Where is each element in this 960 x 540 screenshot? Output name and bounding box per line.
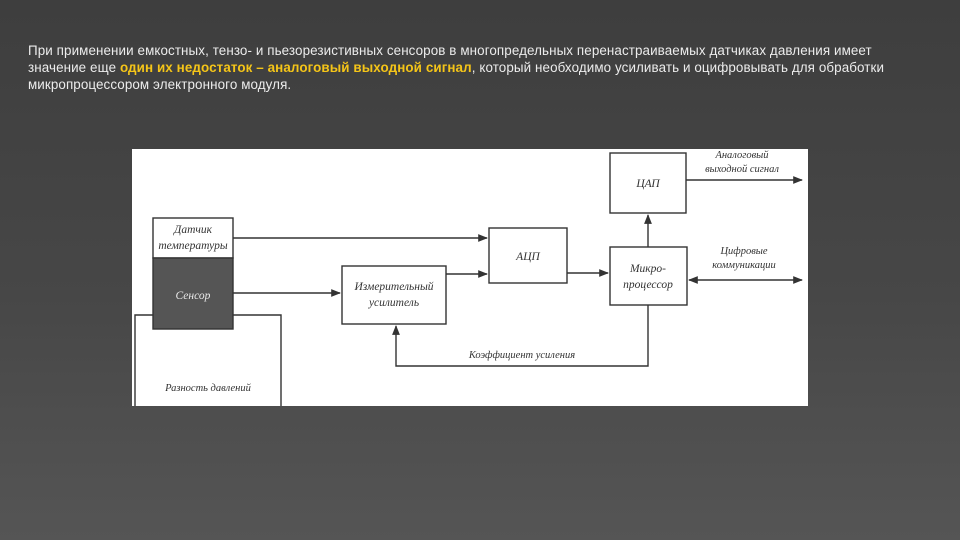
dac-block: ЦАП <box>609 152 687 214</box>
pressure-diff-label: Разность давлений <box>164 383 252 394</box>
temp-sensor-label-1: Датчик <box>173 224 213 236</box>
paragraph-text-start: При применении емкостных, тензо- и пьезо… <box>28 43 872 75</box>
dac-label: ЦАП <box>635 178 660 190</box>
digital-comm-label-1: Цифровые <box>719 246 767 257</box>
amplifier-block: Измерительный усилитель <box>341 265 447 325</box>
block-diagram-svg: Датчик температуры Сенсор Разность давле… <box>134 150 803 406</box>
amplifier-label-1: Измерительный <box>353 280 433 293</box>
microprocessor-label-2: процессор <box>623 279 673 291</box>
paragraph-text-end: , который необходимо усиливать и оцифров… <box>28 60 885 92</box>
temp-sensor-block: Датчик температуры <box>152 217 234 259</box>
gain-label: Коэффициент усиления <box>468 350 575 361</box>
connection-arrows <box>233 176 803 367</box>
adc-label: АЦП <box>515 251 540 263</box>
paragraph-highlight: один их недостаток – аналоговый выходной… <box>119 60 472 75</box>
adc-block: АЦП <box>488 227 568 284</box>
microprocessor-block: Микро- процессор <box>609 246 688 306</box>
temp-sensor-label-2: температуры <box>158 240 228 252</box>
sensor-block: Сенсор <box>152 257 234 330</box>
sensor-label: Сенсор <box>176 290 211 302</box>
digital-comm-label-2: коммуникации <box>712 260 776 271</box>
microprocessor-label-1: Микро- <box>629 263 666 275</box>
amplifier-label-2: усилитель <box>368 297 419 309</box>
slide-paragraph: При применении емкостных, тензо- и пьезо… <box>28 42 928 93</box>
pressure-input-lines <box>134 314 282 406</box>
block-diagram: Датчик температуры Сенсор Разность давле… <box>132 149 808 406</box>
analog-output-label-2: выходной сигнал <box>705 164 779 175</box>
analog-output-label-1: Аналоговый <box>714 150 769 161</box>
